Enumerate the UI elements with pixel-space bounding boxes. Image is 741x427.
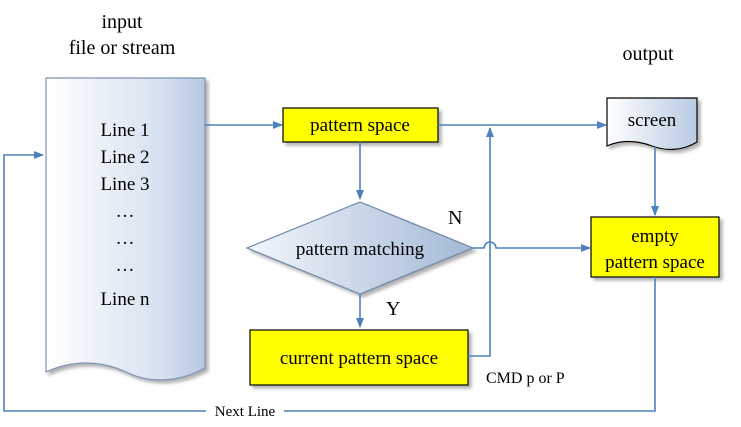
branch-label-n: N bbox=[448, 207, 462, 229]
empty-pattern-space-label-line1: empty bbox=[631, 226, 679, 247]
branch-label-y: Y bbox=[386, 298, 400, 320]
pattern-matching-label: pattern matching bbox=[296, 239, 425, 260]
pattern-space-box bbox=[282, 107, 439, 143]
file-line: … bbox=[116, 228, 135, 249]
screen-shape bbox=[606, 97, 698, 151]
current-pattern-space-label: current pattern space bbox=[280, 348, 438, 369]
arrow-next-line-loop bbox=[3, 151, 656, 412]
input-label-line1: input bbox=[101, 11, 143, 33]
file-line: … bbox=[116, 255, 135, 276]
arrow-current-to-output-line bbox=[468, 127, 494, 357]
file-line: Line 3 bbox=[100, 174, 149, 195]
screen-label: screen bbox=[628, 110, 677, 131]
input-label-line2: file or stream bbox=[69, 37, 176, 59]
input-file-shape bbox=[45, 77, 206, 381]
empty-pattern-space-label-line2: pattern space bbox=[605, 252, 705, 273]
output-label: output bbox=[622, 43, 674, 65]
file-line: Line 2 bbox=[100, 147, 149, 168]
next-line-label-bg bbox=[206, 403, 284, 419]
file-line: Line 1 bbox=[100, 120, 149, 141]
file-line: Line n bbox=[100, 289, 150, 310]
cmd-label: CMD p or P bbox=[486, 370, 565, 387]
empty-pattern-space-box bbox=[590, 216, 720, 278]
file-line: … bbox=[116, 201, 135, 222]
file-lines: Line 1 Line 2 Line 3 … … … Line n bbox=[100, 120, 150, 310]
next-line-label: Next Line bbox=[215, 404, 276, 420]
arrow-matching-to-empty bbox=[473, 241, 591, 252]
current-pattern-space-box bbox=[249, 329, 469, 386]
pattern-space-label: pattern space bbox=[310, 115, 410, 136]
